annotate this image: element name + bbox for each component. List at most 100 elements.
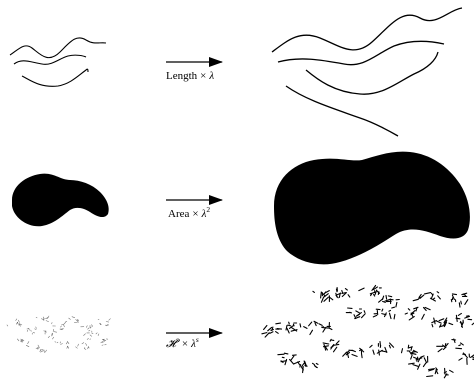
- dust-speck: [321, 293, 322, 298]
- dust-speck: [90, 335, 92, 336]
- dust-speck: [264, 326, 267, 330]
- dust-speck: [78, 344, 79, 346]
- dust-speck: [88, 346, 89, 349]
- dust-speck: [390, 313, 392, 318]
- dust-speck: [370, 345, 372, 347]
- dust-speck: [289, 322, 290, 324]
- dust-speck: [27, 330, 28, 331]
- dust-speck: [90, 339, 91, 340]
- dust-speck: [323, 343, 329, 344]
- dust-speck: [57, 342, 58, 343]
- dust-speck: [300, 324, 301, 327]
- dust-speck: [459, 303, 460, 307]
- dust-speck: [16, 319, 17, 321]
- dust-speck: [106, 322, 109, 323]
- dust-speck: [47, 317, 48, 318]
- dust-speck: [300, 365, 301, 368]
- dust-speck: [438, 349, 442, 352]
- dust-speck: [288, 325, 291, 326]
- dust-speck: [88, 328, 89, 329]
- row-length: Length×λ: [10, 8, 462, 136]
- dust-speck: [427, 376, 433, 377]
- dust-speck: [109, 319, 111, 321]
- dust-speck: [66, 342, 67, 344]
- dust-speck: [92, 325, 93, 327]
- dust-speck: [334, 347, 337, 352]
- length-factor: λ: [208, 70, 214, 82]
- dust-speck: [36, 327, 37, 329]
- dust-speck: [277, 329, 281, 330]
- dust-speck: [321, 297, 323, 302]
- dust-speck: [302, 363, 305, 367]
- dust-speck: [38, 345, 39, 347]
- dust-speck: [382, 309, 383, 311]
- dust-speck: [456, 348, 462, 349]
- dust-speck: [64, 322, 65, 324]
- dust-speck: [44, 350, 45, 353]
- dust-speck: [20, 324, 22, 325]
- dust-speck: [315, 323, 316, 326]
- dust-speck: [16, 322, 17, 324]
- dust-speck: [285, 360, 287, 365]
- large-curve-top: [272, 8, 462, 52]
- large-curves: [272, 8, 462, 136]
- dust-speck: [449, 323, 453, 324]
- large-fractal-dust: [262, 286, 474, 378]
- dust-speck: [389, 345, 390, 348]
- dust-speck: [35, 329, 36, 330]
- dust-speck: [61, 344, 63, 345]
- dust-speck: [262, 333, 267, 334]
- dust-speck: [350, 312, 352, 313]
- area-arrow-group: Area×λ2: [166, 200, 222, 220]
- dust-speck: [465, 300, 468, 305]
- dust-speck: [304, 327, 307, 329]
- dust-speck: [98, 334, 99, 336]
- dust-speck: [316, 364, 318, 365]
- dust-speck: [421, 356, 424, 357]
- dust-speck: [88, 347, 89, 348]
- hausdorff-label: 𝓗s×λs: [166, 335, 199, 350]
- small-curves: [10, 38, 106, 86]
- dust-speck: [463, 353, 467, 358]
- dust-speck: [72, 317, 75, 318]
- dust-speck: [411, 355, 413, 359]
- dust-speck: [63, 324, 64, 327]
- dust-speck: [291, 356, 294, 360]
- dust-speck: [439, 319, 444, 321]
- large-blob: [274, 152, 470, 265]
- dust-speck: [446, 344, 448, 346]
- dust-speck: [84, 334, 86, 336]
- length-label: Length×λ: [166, 70, 214, 82]
- dust-speck: [106, 325, 107, 326]
- dust-speck: [86, 326, 87, 328]
- dust-speck: [408, 309, 410, 310]
- dust-speck: [310, 330, 313, 334]
- dust-speck: [29, 329, 30, 331]
- dust-speck: [362, 354, 363, 358]
- dust-speck: [319, 324, 322, 326]
- dust-speck: [414, 307, 418, 309]
- dust-speck: [276, 323, 281, 324]
- dust-speck: [342, 291, 343, 293]
- dust-speck: [54, 332, 57, 333]
- area-label: Area×λ2: [168, 205, 210, 220]
- dust-speck: [61, 326, 62, 327]
- dust-speck: [352, 350, 355, 351]
- dust-speck: [313, 363, 315, 364]
- dust-speck: [451, 299, 452, 301]
- dust-speck: [329, 328, 332, 330]
- length-quantity: Length: [166, 70, 198, 82]
- dust-speck: [359, 288, 364, 291]
- dust-speck: [68, 346, 69, 348]
- dust-speck: [459, 358, 462, 360]
- dust-speck: [276, 332, 279, 334]
- dust-speck: [69, 318, 71, 319]
- dust-speck: [409, 317, 414, 320]
- dust-speck: [45, 350, 46, 352]
- dust-speck: [416, 308, 417, 311]
- dust-speck: [7, 325, 8, 326]
- dust-speck: [362, 314, 366, 318]
- dust-speck: [452, 294, 456, 295]
- dust-speck: [456, 318, 460, 319]
- dust-speck: [96, 333, 97, 334]
